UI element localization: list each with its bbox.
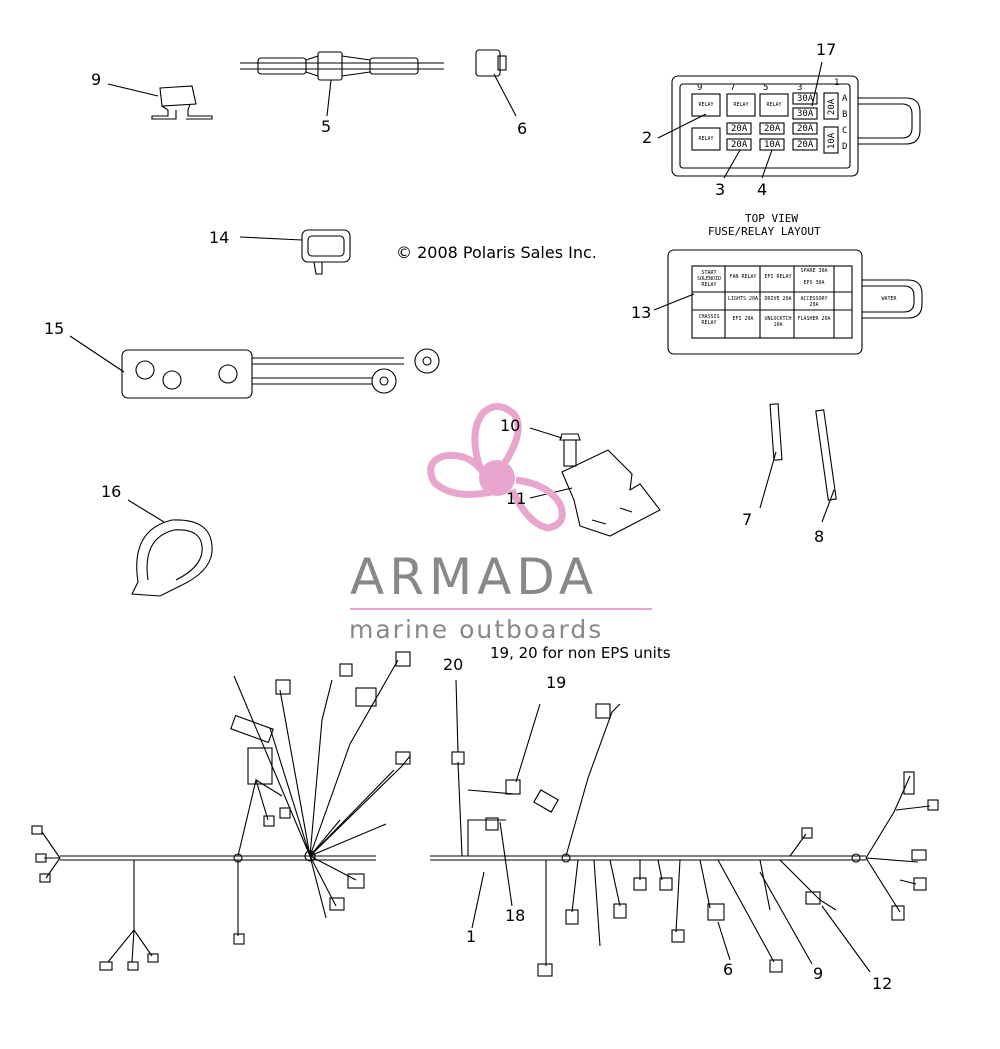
- callout-13: 13: [631, 303, 652, 322]
- fuse-col-3: 3: [797, 83, 803, 93]
- fuse-rating: 30A: [797, 94, 814, 104]
- part-14-connector: [239, 229, 351, 275]
- callout-7: 7: [742, 510, 753, 529]
- fuse-rating: 30A: [797, 109, 814, 119]
- callout-8: 8: [814, 527, 825, 546]
- fuse-rating-vertical: 20A: [827, 98, 838, 116]
- eps-note: 19, 20 for non EPS units: [490, 644, 671, 662]
- part-15-bracket: [69, 335, 440, 399]
- brand-tagline: marine outboards: [349, 615, 604, 644]
- part-5-inline-fuse: [240, 51, 444, 117]
- part-10-bolt: [529, 427, 581, 467]
- fuse-rating: 20A: [731, 140, 748, 150]
- callout-20: 20: [443, 655, 464, 674]
- brand-name: ARMADA: [350, 548, 599, 606]
- callout-17: 17: [816, 40, 837, 59]
- fuse-rating: 20A: [797, 124, 814, 134]
- callout-9b: 9: [813, 964, 824, 983]
- layout-cell: WATER: [881, 296, 897, 302]
- callout-2: 2: [642, 128, 653, 147]
- callout-5: 5: [321, 117, 332, 136]
- layout-title-1: TOP VIEW: [745, 212, 798, 225]
- fuse-box-top-view: [657, 61, 921, 179]
- callout-4: 4: [757, 180, 768, 199]
- fuse-row-d: D: [842, 142, 848, 152]
- callout-16: 16: [101, 482, 122, 501]
- callout-15: 15: [44, 319, 65, 338]
- callout-9: 9: [91, 70, 102, 89]
- right-harness: [430, 679, 939, 977]
- layout-cell: UNLOCKTCH 10A: [764, 316, 792, 328]
- fuse-rating: 20A: [731, 124, 748, 134]
- fuse-row-a: A: [842, 94, 848, 104]
- callout-14: 14: [209, 228, 230, 247]
- layout-cell: ACCESSORY 20A: [800, 296, 828, 308]
- callout-6: 6: [517, 119, 528, 138]
- layout-cell: SPARE 30A: [800, 268, 828, 274]
- layout-cell: START SOLENOID RELAY: [696, 270, 722, 288]
- fuse-rating: 20A: [797, 140, 814, 150]
- fuse-box-layout: [653, 249, 923, 355]
- part-7-cable-tie: [759, 403, 783, 509]
- layout-cell: DRIVE 20A: [764, 296, 792, 302]
- part-6-connector: [475, 49, 517, 117]
- callout-12: 12: [872, 974, 893, 993]
- fuse-row-b: B: [842, 110, 848, 120]
- layout-cell: EPS 30A: [803, 280, 825, 286]
- layout-cell: FLASHER 20A: [797, 316, 831, 322]
- relay-label: RELAY: [698, 102, 714, 108]
- callout-3: 3: [715, 180, 726, 199]
- armada-logo-icon: [427, 403, 566, 532]
- part-16-clamp: [127, 499, 213, 597]
- fuse-rating-vertical: 10A: [827, 132, 838, 150]
- fuse-col-5: 5: [763, 83, 769, 93]
- callout-11: 11: [506, 489, 527, 508]
- fuse-col-1: 1: [834, 78, 840, 88]
- callout-1: 1: [466, 927, 477, 946]
- layout-cell: EFI 20A: [732, 316, 754, 322]
- part-9-relay: [107, 83, 213, 120]
- fuse-col-7: 7: [730, 83, 736, 93]
- relay-label: RELAY: [733, 102, 749, 108]
- armada-logo-hub: [479, 460, 515, 496]
- fuse-rating: 10A: [764, 140, 781, 150]
- layout-cell: LIGHTS 20A: [727, 296, 759, 302]
- callout-6b: 6: [723, 960, 734, 979]
- callout-18: 18: [505, 906, 526, 925]
- relay-label: RELAY: [766, 102, 782, 108]
- callout-19: 19: [546, 673, 567, 692]
- layout-cell: CHASSIS RELAY: [698, 314, 720, 326]
- fuse-col-9: 9: [697, 83, 703, 93]
- layout-cell: EFI RELAY: [764, 274, 792, 280]
- relay-label: RELAY: [698, 136, 714, 142]
- copyright-text: © 2008 Polaris Sales Inc.: [396, 243, 597, 262]
- layout-cell: FAN RELAY: [729, 274, 757, 280]
- callout-10: 10: [500, 416, 521, 435]
- fuse-rating: 20A: [764, 124, 781, 134]
- fuse-row-c: C: [842, 126, 848, 136]
- layout-title-2: FUSE/RELAY LAYOUT: [708, 225, 821, 238]
- left-harness: [31, 651, 411, 971]
- part-8-cable-tie: [815, 409, 837, 523]
